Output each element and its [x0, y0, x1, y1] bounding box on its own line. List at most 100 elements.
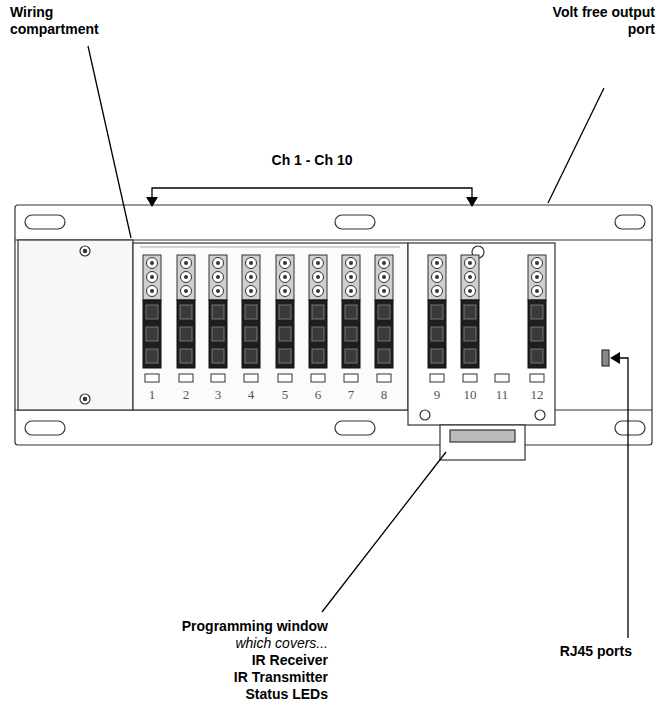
channel-tab: [430, 374, 444, 382]
leader-lines: [88, 46, 628, 638]
terminal-screw: [181, 272, 192, 283]
channel-tab: [463, 374, 477, 382]
terminal-screw: [465, 258, 476, 269]
socket-hole: [345, 327, 357, 341]
socket-hole: [146, 349, 158, 363]
channel-number: 11: [489, 386, 515, 403]
terminal-screw: [465, 272, 476, 283]
channel-tab: [211, 374, 225, 382]
terminal-screw: [346, 258, 357, 269]
socket-hole: [279, 305, 291, 319]
module-hole: [535, 410, 545, 420]
terminal-block: [528, 255, 546, 382]
terminal-screw: [379, 258, 390, 269]
terminal-screw: [382, 261, 386, 265]
programming-window-housing: [440, 425, 525, 460]
terminal-block: [309, 255, 327, 382]
cover-screw: [83, 397, 86, 400]
socket-hole: [345, 305, 357, 319]
terminal-screw: [346, 272, 357, 283]
socket-hole: [464, 305, 476, 319]
socket-hole: [378, 349, 390, 363]
terminal-screw: [280, 286, 291, 297]
terminal-block: [276, 255, 294, 382]
channel-number: 9: [424, 386, 450, 403]
programming-window: [450, 430, 515, 442]
channel-number: 2: [173, 386, 199, 403]
socket-hole: [212, 349, 224, 363]
socket-hole: [279, 349, 291, 363]
leader-line: [88, 46, 131, 238]
terminal-screw: [184, 261, 188, 265]
socket-hole: [212, 327, 224, 341]
socket-hole: [378, 327, 390, 341]
socket-hole: [431, 349, 443, 363]
terminal-block: [177, 255, 195, 382]
socket-hole: [345, 349, 357, 363]
callout-label: Programming window: [108, 618, 328, 635]
terminal-screw: [313, 272, 324, 283]
terminal-screw: [283, 275, 287, 279]
terminal-screw: [316, 289, 320, 293]
socket-hole: [531, 349, 543, 363]
socket-hole: [312, 349, 324, 363]
terminal-screw: [249, 261, 253, 265]
terminal-block: [143, 255, 161, 382]
module-hole: [420, 410, 430, 420]
terminal-screw: [532, 258, 543, 269]
terminal-screw: [316, 261, 320, 265]
terminal-block: [242, 255, 260, 382]
panel-ridge: [140, 246, 400, 247]
terminal-top: [209, 255, 227, 300]
channel-panel: [133, 243, 408, 410]
terminal-screw: [349, 261, 353, 265]
channel-number: 10: [457, 386, 483, 403]
callout-label: Wiring compartment: [10, 4, 120, 38]
bracket-label: Ch 1 - Ch 10: [237, 152, 387, 169]
keyhole-slot: [335, 215, 375, 229]
terminal-socket: [528, 300, 546, 368]
terminal-screw: [283, 289, 287, 293]
terminal-screw: [313, 286, 324, 297]
terminal-block: [375, 255, 393, 382]
terminal-screw: [432, 258, 443, 269]
rj45-port: [602, 350, 609, 366]
channel-tab: [145, 374, 159, 382]
terminal-screw: [150, 261, 154, 265]
terminal-socket: [309, 300, 327, 368]
socket-hole: [146, 327, 158, 341]
callout-item: IR Transmitter: [108, 669, 328, 686]
terminal-screw: [147, 258, 158, 269]
channel-number: 6: [305, 386, 331, 403]
terminal-screw: [150, 275, 154, 279]
channel-number: 8: [371, 386, 397, 403]
terminal-top: [428, 255, 446, 300]
callout-note: which covers...: [108, 635, 328, 652]
cover-screw: [83, 249, 86, 252]
terminal-screw: [432, 286, 443, 297]
wiring-compartment-cover: [18, 240, 133, 410]
terminal-socket: [342, 300, 360, 368]
socket-hole: [531, 305, 543, 319]
terminal-screw: [379, 272, 390, 283]
terminal-screw: [535, 275, 539, 279]
channel-tab: [179, 374, 193, 382]
terminal-block: [209, 255, 227, 382]
terminal-screw: [213, 286, 224, 297]
terminal-block: [461, 255, 479, 382]
socket-hole: [146, 305, 158, 319]
terminal-top: [143, 255, 161, 300]
socket-hole: [180, 305, 192, 319]
terminal-screw: [316, 275, 320, 279]
socket-hole: [431, 327, 443, 341]
terminal-top: [342, 255, 360, 300]
terminal-socket: [276, 300, 294, 368]
terminal-screw: [216, 261, 220, 265]
socket-hole: [312, 327, 324, 341]
terminal-screw: [382, 289, 386, 293]
channel-number: 12: [524, 386, 550, 403]
arrowhead: [466, 197, 478, 207]
terminal-socket: [428, 300, 446, 368]
